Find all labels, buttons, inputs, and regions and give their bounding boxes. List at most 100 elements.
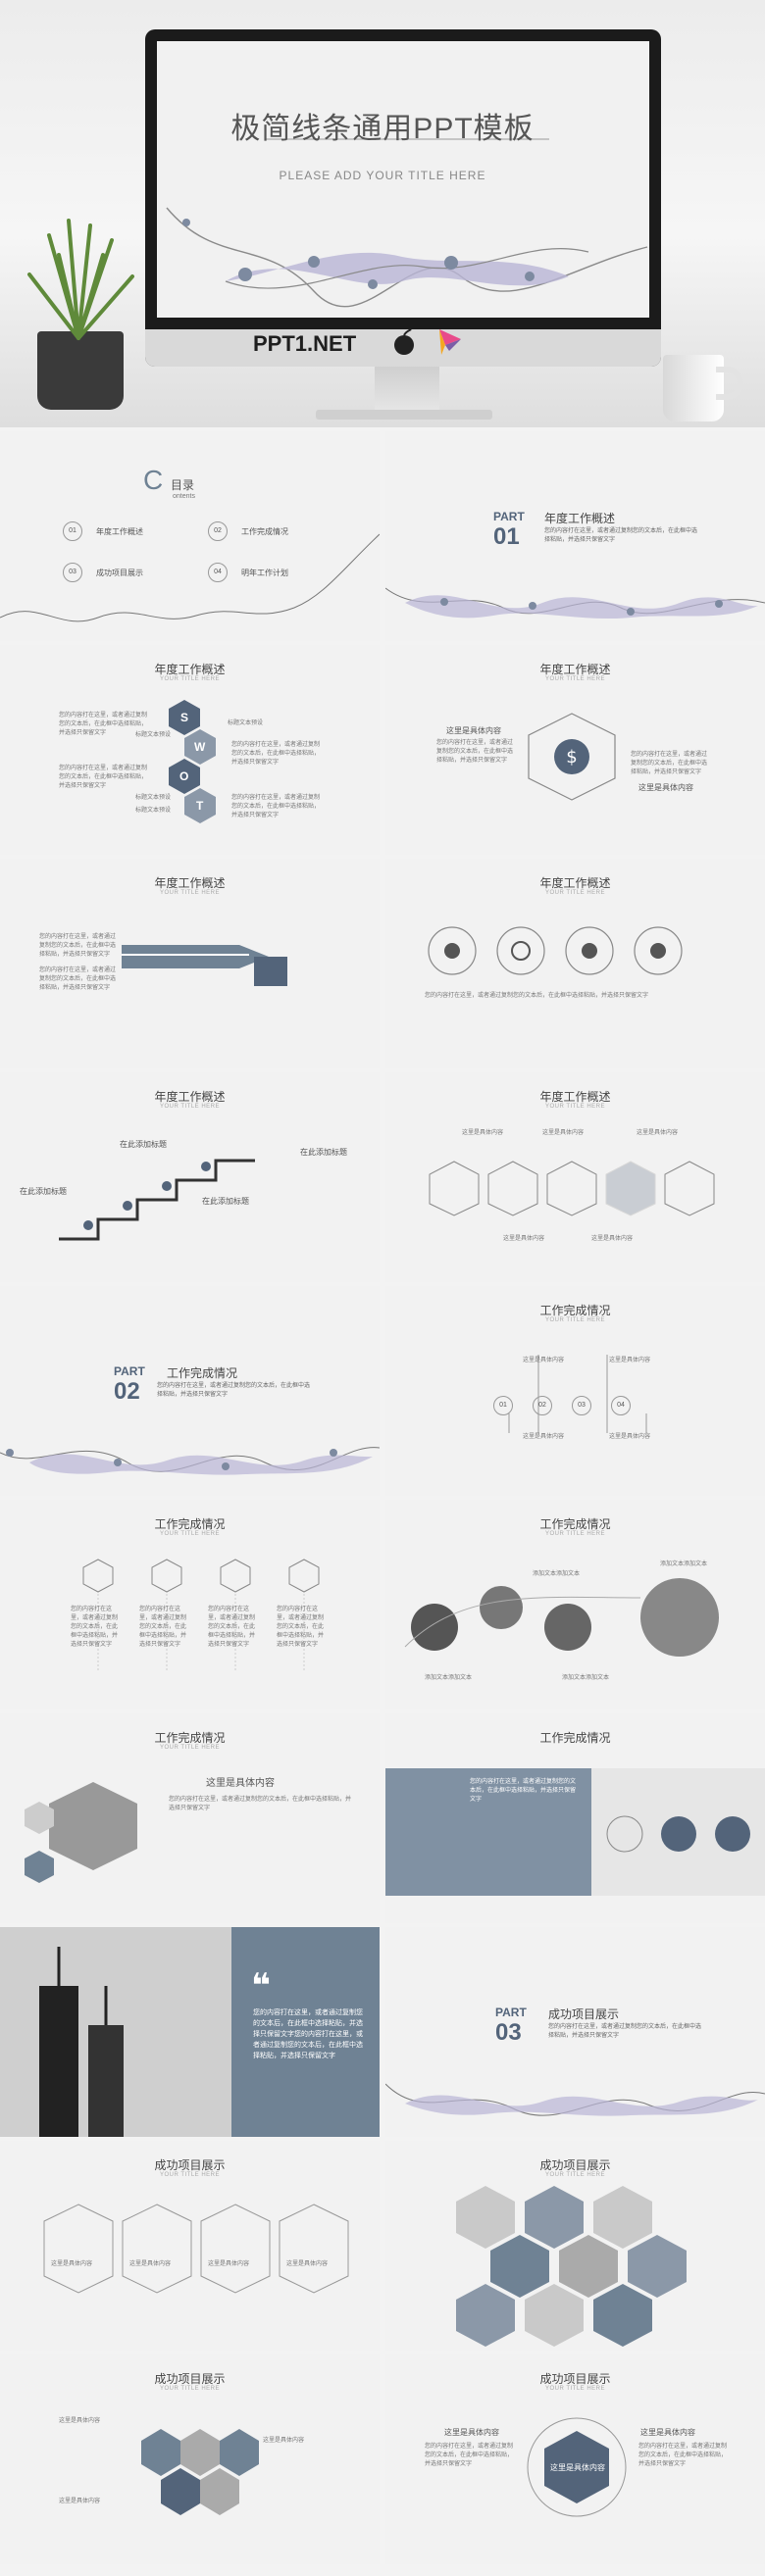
slide-subtitle: YOUR TITLE HERE: [159, 1104, 221, 1110]
text-left: 您的内容打在这里，或者通过复制您的文本后，在此框中选择粘贴，并选择只保留文字: [436, 740, 514, 764]
center-hub: [527, 2417, 627, 2517]
swot-text-1: 您的内容打在这里，或者通过复制您的文本后，在此框中选择粘贴，并选择只保留文字: [59, 713, 148, 736]
stair-label-1: 在此添加标题: [20, 1187, 67, 1196]
tree-text-1: 这里是具体内容: [523, 1358, 565, 1363]
slide-hex-cards: 成功项目展示 YOUR TITLE HERE 这里是具体内容 这里是具体内容 这…: [0, 2141, 380, 2351]
part-title: 年度工作概述: [544, 512, 616, 525]
toc-item-3[interactable]: 成功项目展示: [96, 569, 143, 577]
coffee-mug: [663, 355, 724, 421]
slide-icon-columns: 工作完成情况 YOUR TITLE HERE 您的内容打在这里，或者通过复制您的…: [0, 1500, 380, 1709]
swot-w: W: [194, 740, 206, 754]
slide-title: 工作完成情况: [154, 1731, 226, 1745]
quote-text: 您的内容打在这里，或者通过复制您的文本后，在此框中选择粘贴，并选择只保留文字您的…: [253, 2009, 363, 2059]
toc-item-2[interactable]: 工作完成情况: [241, 527, 288, 536]
swot-label-3: 标题文本预设: [135, 795, 172, 801]
slide-hex-mosaic: 成功项目展示 YOUR TITLE HERE: [385, 2141, 765, 2351]
label-right: 这里是具体内容: [638, 783, 693, 792]
slide-toc: C 目录 ontents 01 年度工作概述 02 工作完成情况 03 成功项目…: [0, 431, 380, 641]
slide-subtitle: YOUR TITLE HERE: [159, 2386, 221, 2392]
flower-text-2: 这里是具体内容: [59, 2499, 101, 2504]
four-icons-text: 您的内容打在这里，或者通过复制您的文本后，在此框中选择粘贴，并选择只保留文字: [425, 993, 649, 999]
hero-mockup: 极简线条通用PPT模板 PLEASE ADD YOUR TITLE HERE P…: [0, 0, 765, 427]
slide-subtitle: YOUR TITLE HERE: [159, 2172, 221, 2178]
arrow-text-1: 您的内容打在这里，或者通过复制您的文本后，在此框中选择粘贴，并选择只保留文字: [39, 934, 117, 958]
band-accent: [385, 1768, 591, 1896]
slide-subtitle: YOUR TITLE HERE: [544, 676, 606, 682]
slide-four-icons: 年度工作概述 YOUR TITLE HERE 您的内容打在这里，或者通过复制您的…: [385, 859, 765, 1068]
slide-subtitle: YOUR TITLE HERE: [544, 1104, 606, 1110]
toc-num-3: 03: [63, 563, 82, 582]
slide-quote: ❝ 您的内容打在这里，或者通过复制您的文本后，在此框中选择粘贴，并选择只保留文字…: [0, 1927, 380, 2137]
swot-text-4: 您的内容打在这里，或者通过复制您的文本后，在此框中选择粘贴，并选择只保留文字: [231, 795, 321, 818]
toc-num-2: 02: [208, 521, 228, 541]
slide-subtitle: YOUR TITLE HERE: [544, 1317, 606, 1323]
card-text-3: 这里是具体内容: [208, 2261, 250, 2267]
card-text-1: 这里是具体内容: [51, 2261, 93, 2267]
screen-wave-decoration: [166, 138, 648, 308]
toc-item-4[interactable]: 明年工作计划: [241, 569, 288, 577]
toc-num-4: 04: [208, 563, 228, 582]
slide-title: 成功项目展示: [154, 2158, 226, 2172]
col-text-4: 您的内容打在这里，或者通过复制您的文本后，在此框中选择粘贴，并选择只保留文字: [277, 1607, 325, 1648]
slide-part-01: PART 01 年度工作概述 您的内容打在这里，或者通过复制您的文本后，在此框中…: [385, 431, 765, 641]
toc-wave-line: [0, 533, 380, 622]
four-hex-cards: [43, 2204, 349, 2294]
body-text: 您的内容打在这里，或者通过复制您的文本后，在此框中选择粘贴，并选择只保留文字: [169, 1797, 352, 1811]
node-label-4: 添加文本添加文本: [562, 1675, 610, 1681]
slide-center-hub: 成功项目展示 YOUR TITLE HERE 这里是具体内容 这里是具体内容 您…: [385, 2354, 765, 2564]
label-left: 这里是具体内容: [446, 726, 501, 735]
hexagon-chain: [429, 1161, 715, 1216]
slide-photo-circles: 工作完成情况 YOUR TITLE HERE 添加文本添加文本 添加文本添加文本…: [385, 1500, 765, 1709]
monitor-frame: [145, 29, 661, 367]
slide-subtitle: YOUR TITLE HERE: [544, 890, 606, 896]
toc-item-1[interactable]: 年度工作概述: [96, 527, 143, 536]
slide-title: 成功项目展示: [539, 2158, 611, 2172]
hex-label-3: 这里是具体内容: [637, 1130, 679, 1136]
part-title: 成功项目展示: [548, 2007, 620, 2021]
part-number: 01: [493, 523, 520, 550]
flower-text-1: 这里是具体内容: [59, 2418, 101, 2424]
plant-icon: [27, 219, 134, 340]
part-wave: [0, 1447, 380, 1475]
part-label: PART: [493, 510, 525, 523]
slide-hex-chain: 年度工作概述 YOUR TITLE HERE 这里是具体内容 这里是具体内容 这…: [385, 1072, 765, 1282]
slide-title: 工作完成情况: [539, 1731, 611, 1745]
mug-handle: [716, 367, 743, 400]
slide-title: 年度工作概述: [154, 1090, 226, 1104]
plant-pot: [37, 331, 124, 410]
arrow-text-2: 您的内容打在这里，或者通过复制您的文本后，在此框中选择粘贴，并选择只保留文字: [39, 967, 117, 991]
brand-logo: PPT1.NET: [253, 331, 357, 356]
tree-num-3: 03: [572, 1396, 591, 1415]
heading: 这里是具体内容: [206, 1778, 275, 1789]
slide-part-02: PART 02 工作完成情况 您的内容打在这里，或者通过复制您的文本后，在此框中…: [0, 1286, 380, 1496]
monitor-screen: [157, 41, 649, 318]
part-wave: [385, 2083, 765, 2116]
toc-num-1: 01: [63, 521, 82, 541]
hub-left-text: 您的内容打在这里，或者通过复制您的文本后，在此框中选择粘贴，并选择只保留文字: [425, 2444, 514, 2467]
slide-title: 工作完成情况: [539, 1517, 611, 1531]
slide-subtitle: YOUR TITLE HERE: [159, 1745, 221, 1751]
swot-s: S: [180, 711, 189, 724]
card-text-2: 这里是具体内容: [129, 2261, 172, 2267]
stair-label-2: 在此添加标题: [120, 1140, 167, 1149]
ppt-logo-icon: [439, 329, 461, 355]
hex-photo-cluster: [25, 1782, 137, 1883]
slide-hex-photo: 工作完成情况 YOUR TITLE HERE 这里是具体内容 您的内容打在这里，…: [0, 1713, 380, 1923]
tree-text-4: 这里是具体内容: [609, 1434, 651, 1440]
slide-title: 年度工作概述: [154, 663, 226, 676]
hexagon-money-icon: $: [528, 713, 616, 801]
hub-label: 这里是具体内容: [550, 2463, 605, 2472]
slide-title: 工作完成情况: [539, 1304, 611, 1317]
quote-mark: ❝: [251, 1967, 271, 2005]
band-icons: [606, 1815, 750, 1853]
four-octagon-icons: [428, 926, 683, 975]
flower-text-3: 这里是具体内容: [263, 2438, 305, 2444]
swot-o: O: [179, 769, 189, 783]
hub-left-1: 这里是具体内容: [444, 2428, 499, 2437]
part-label: PART: [495, 2006, 527, 2019]
stair-label-4: 在此添加标题: [300, 1148, 347, 1157]
slide-arrow: 年度工作概述 YOUR TITLE HERE 您的内容打在这里，或者通过复制您的…: [0, 859, 380, 1068]
node-label-1: 添加文本添加文本: [533, 1571, 581, 1577]
part-number: 02: [114, 1378, 140, 1405]
col-text-3: 您的内容打在这里，或者通过复制您的文本后，在此框中选择粘贴，并选择只保留文字: [208, 1607, 256, 1648]
